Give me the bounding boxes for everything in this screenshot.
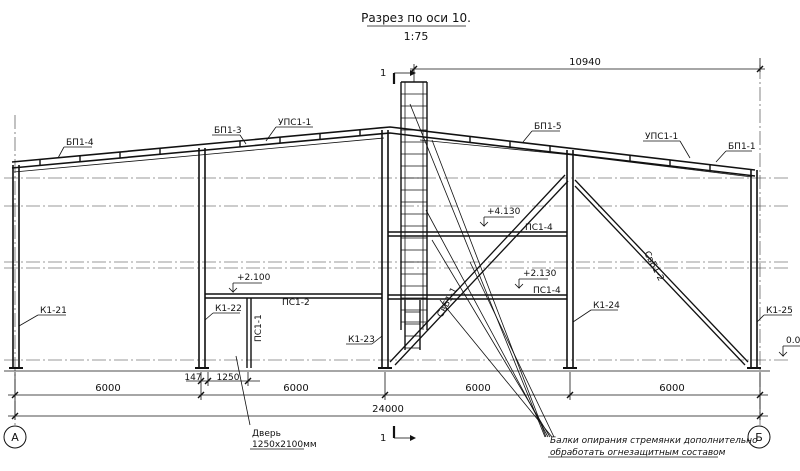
dim-147: 147: [184, 373, 201, 383]
section-mark-bottom: 1: [380, 433, 386, 444]
label-ps1-2: ПС1-2: [282, 298, 310, 308]
level-markers: +4.130 +2.100 +2.130 0.00: [228, 207, 800, 357]
platform-beams: [205, 231, 567, 300]
label-ups1-1-right: УПС1-1: [645, 132, 678, 142]
roof-purlins: [39, 130, 711, 170]
svg-text:Б: Б: [755, 431, 763, 444]
label-k1-21: К1-21: [40, 306, 67, 316]
column-k1-24: [566, 150, 574, 368]
label-ps1-4-upper: ПС1-4: [525, 223, 553, 233]
svg-text:А: А: [11, 431, 19, 444]
dim-span-3: 6000: [465, 383, 490, 394]
label-bp1-1: БП1-1: [728, 142, 756, 152]
ladder-note: Балки опирания стремянки дополнительно о…: [409, 103, 758, 458]
note-line-1: Балки опирания стремянки дополнительно: [550, 436, 758, 446]
note-line-2: обработать огнезащитным составом: [550, 448, 726, 458]
dim-10940: 10940: [569, 57, 601, 68]
axis-lines: [14, 65, 761, 425]
roof-labels: БП1-4 БП1-3 УПС1-1 БП1-5 УПС1-1 БП1-1: [57, 118, 756, 163]
column-k1-21: [12, 165, 20, 368]
braces: [389, 174, 749, 366]
drawing-scale: 1:75: [404, 30, 429, 43]
label-svb1-2: СвБ1-2: [641, 250, 665, 283]
columns: [4, 130, 770, 372]
label-ups1-1-left: УПС1-1: [278, 118, 311, 128]
axis-bubble-a: А: [3, 425, 27, 449]
column-k1-25: [750, 170, 758, 368]
label-svb1-1: СвБ1-1: [436, 286, 460, 319]
level-lower-left: +2.100: [237, 273, 271, 283]
dimension-top: 10940: [410, 57, 765, 82]
door-size: 1250х2100мм: [252, 440, 317, 450]
level-right: 0.00: [786, 336, 800, 346]
door-post: [246, 298, 252, 368]
ladder: [400, 81, 428, 350]
label-ps1-4-lower: ПС1-4: [533, 286, 561, 296]
label-k1-24: К1-24: [593, 301, 620, 311]
column-k1-22: [198, 148, 206, 368]
dim-span-2: 6000: [283, 383, 308, 394]
section-mark-top: 1: [380, 68, 386, 79]
dim-span-4: 6000: [659, 383, 684, 394]
label-ps1-1: ПС1-1: [254, 314, 264, 342]
door-label: Дверь: [252, 429, 281, 439]
section-cut-marks: 1 1: [380, 68, 416, 444]
axis-bubble-b: Б: [747, 425, 771, 449]
dimension-bottom: 6000 6000 6000 6000 24000 147 1250: [8, 372, 768, 420]
door-callout: Дверь 1250х2100мм: [235, 355, 317, 450]
label-bp1-3: БП1-3: [214, 126, 242, 136]
level-lower-right: +2.130: [523, 269, 557, 279]
roof-beams: [11, 126, 756, 178]
label-bp1-5: БП1-5: [534, 122, 562, 132]
dim-total: 24000: [372, 404, 404, 415]
column-k1-23: [381, 130, 389, 368]
label-bp1-4: БП1-4: [66, 138, 94, 148]
member-labels: К1-21 К1-22 К1-23 К1-24 К1-25 ПС1-2 ПС1-…: [18, 223, 793, 345]
label-k1-22: К1-22: [215, 304, 242, 314]
dim-1250: 1250: [217, 373, 240, 383]
drawing-title: Разрез по оси 10.: [361, 11, 471, 25]
label-k1-25: К1-25: [766, 306, 793, 316]
reference-lines: [4, 177, 790, 361]
dim-span-1: 6000: [95, 383, 120, 394]
label-k1-23: К1-23: [348, 335, 375, 345]
level-upper: +4.130: [487, 207, 521, 217]
